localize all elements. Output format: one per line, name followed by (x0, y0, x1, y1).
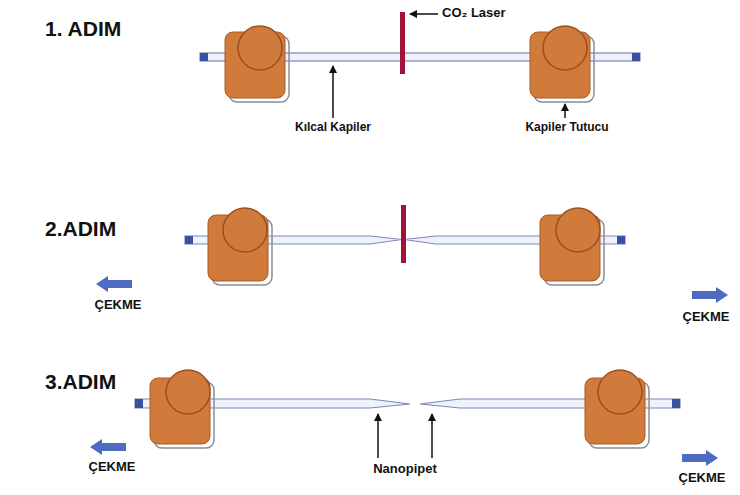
part-label: CO₂ Laser (442, 6, 506, 20)
step-2 (96, 205, 728, 303)
part-label: Kapiler Tutucu (525, 121, 608, 134)
part-label: Nanopipet (373, 462, 437, 476)
step-heading: 3.ADIM (45, 370, 116, 393)
action-label: ÇEKME (89, 460, 136, 474)
step-1 (200, 12, 640, 118)
action-label: ÇEKME (679, 471, 726, 485)
action-label: ÇEKME (95, 298, 142, 312)
part-label: Kılcal Kapiler (295, 121, 371, 134)
step-heading: 2.ADIM (45, 217, 116, 240)
step-heading: 1. ADIM (45, 17, 121, 40)
step-3 (90, 370, 718, 466)
action-label: ÇEKME (683, 310, 730, 324)
